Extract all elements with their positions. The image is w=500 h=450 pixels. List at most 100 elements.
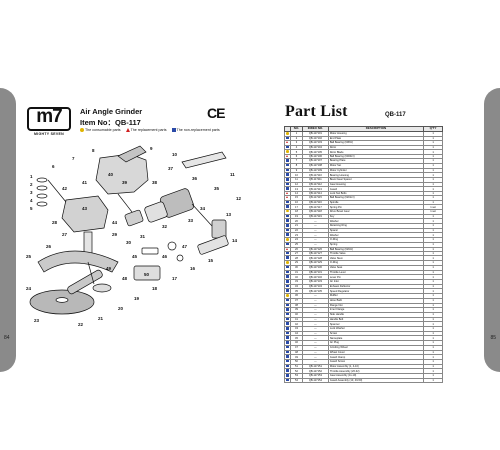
throttle-valve-shape <box>141 247 159 255</box>
callout-number: 14 <box>232 238 238 243</box>
part-list-item-number: QB-117 <box>385 112 406 118</box>
row-description: Guard Assembly (13, 49-50) <box>327 377 425 384</box>
part-category-marker <box>286 303 289 307</box>
callout-number: 12 <box>236 196 242 201</box>
col-no: NO. <box>289 126 303 132</box>
motor-housing-shape <box>95 153 149 195</box>
part-category-marker <box>286 196 289 199</box>
row-marker <box>284 377 291 384</box>
flange-nut-shape <box>92 283 112 293</box>
part-category-marker <box>286 178 289 181</box>
part-category-marker <box>286 243 289 246</box>
callout-number: 19 <box>134 296 140 301</box>
callout-number: 32 <box>162 224 168 229</box>
part-category-marker <box>286 261 289 264</box>
legend-swatch-consumable <box>80 128 84 133</box>
product-title-block: Air Angle Grinder Item No：QB-117 <box>80 107 142 128</box>
callout-number: 47 <box>182 244 188 249</box>
callout-number: 24 <box>26 286 32 291</box>
part-category-marker <box>286 350 289 354</box>
leader-line <box>87 261 95 285</box>
callout-number: 41 <box>82 180 88 185</box>
row-marker <box>284 191 291 197</box>
wheel-arbor-hole <box>55 297 69 303</box>
part-category-marker <box>286 233 289 236</box>
part-category-marker <box>286 299 289 302</box>
callout-number: 20 <box>118 306 124 311</box>
col-description: DESCRIPTION <box>327 126 425 132</box>
part-category-marker <box>286 346 289 349</box>
part-category-marker <box>286 248 289 250</box>
brand-logo: m7 MIGHTY SEVEN <box>27 106 71 137</box>
logo-frame <box>27 107 71 131</box>
gear-housing-shape <box>61 195 109 233</box>
bearing-housing-shape <box>124 209 144 227</box>
callout-number: 18 <box>152 286 158 291</box>
part-category-marker <box>286 308 289 311</box>
callout-number: 11 <box>230 172 235 177</box>
row-qty: 1 <box>423 140 443 146</box>
rotor-shape <box>144 201 168 223</box>
item-number: Item No：QB-117 <box>80 118 141 127</box>
part-category-marker <box>286 132 289 135</box>
part-category-marker <box>286 280 289 283</box>
parts-table-header: NO. INDEX NO. DESCRIPTION Q'TY <box>284 126 443 132</box>
row-description: Ball Bearing (629zz) <box>327 246 425 252</box>
callout-number: 30 <box>126 240 132 245</box>
part-category-marker <box>286 183 289 186</box>
part-category-marker <box>286 219 289 222</box>
callout-number: 50 <box>144 272 150 277</box>
part-category-marker <box>286 360 289 363</box>
air-inlet-shape <box>211 219 227 239</box>
callout-number: 10 <box>172 152 178 157</box>
row-marker <box>284 140 291 146</box>
row-index-no: QB-117154 <box>301 377 329 384</box>
callout-number: 49 <box>106 266 112 271</box>
row-no: 54 <box>289 377 303 384</box>
row-qty: 1 <box>423 153 443 160</box>
part-category-marker <box>286 215 289 218</box>
row-marker <box>284 195 291 201</box>
callout-number: 46 <box>162 254 168 259</box>
callout-number: 17 <box>172 276 178 281</box>
side-handle-shape <box>67 269 103 295</box>
guard-shape <box>37 250 119 273</box>
row-qty: 1 <box>423 246 443 252</box>
callout-number: 7 <box>72 156 75 161</box>
washer-shape-3 <box>36 193 48 199</box>
part-category-marker <box>286 141 289 144</box>
part-category-marker <box>286 271 289 274</box>
left-page: 84 m7 MIGHTY SEVEN Air Angle Grinder Ite… <box>0 88 250 372</box>
part-category-marker <box>286 369 289 372</box>
row-qty: 1 <box>423 195 443 201</box>
callout-number: 44 <box>112 220 118 225</box>
part-category-marker <box>286 159 289 162</box>
part-category-marker <box>286 379 289 382</box>
part-category-marker <box>286 238 289 241</box>
callout-number: 31 <box>140 234 146 239</box>
callout-number: 48 <box>122 276 128 281</box>
callout-number: 13 <box>226 212 232 217</box>
part-category-marker <box>286 252 289 255</box>
part-category-marker <box>286 318 289 321</box>
callout-number: 6 <box>52 164 55 169</box>
callout-number: 29 <box>112 232 118 237</box>
callout-number: 4 <box>30 198 33 203</box>
part-category-marker <box>286 322 289 325</box>
callout-number: 26 <box>46 244 52 249</box>
logo-subtitle: MIGHTY SEVEN <box>34 132 64 136</box>
washer-shape-4 <box>36 201 48 207</box>
callout-number: 15 <box>208 258 214 263</box>
ce-mark: CE <box>207 105 225 121</box>
part-category-marker <box>286 289 289 292</box>
row-marker <box>284 153 291 160</box>
callout-number: 21 <box>98 316 104 321</box>
part-category-marker <box>286 313 289 316</box>
legend-swatch-non-replacement <box>171 128 176 133</box>
